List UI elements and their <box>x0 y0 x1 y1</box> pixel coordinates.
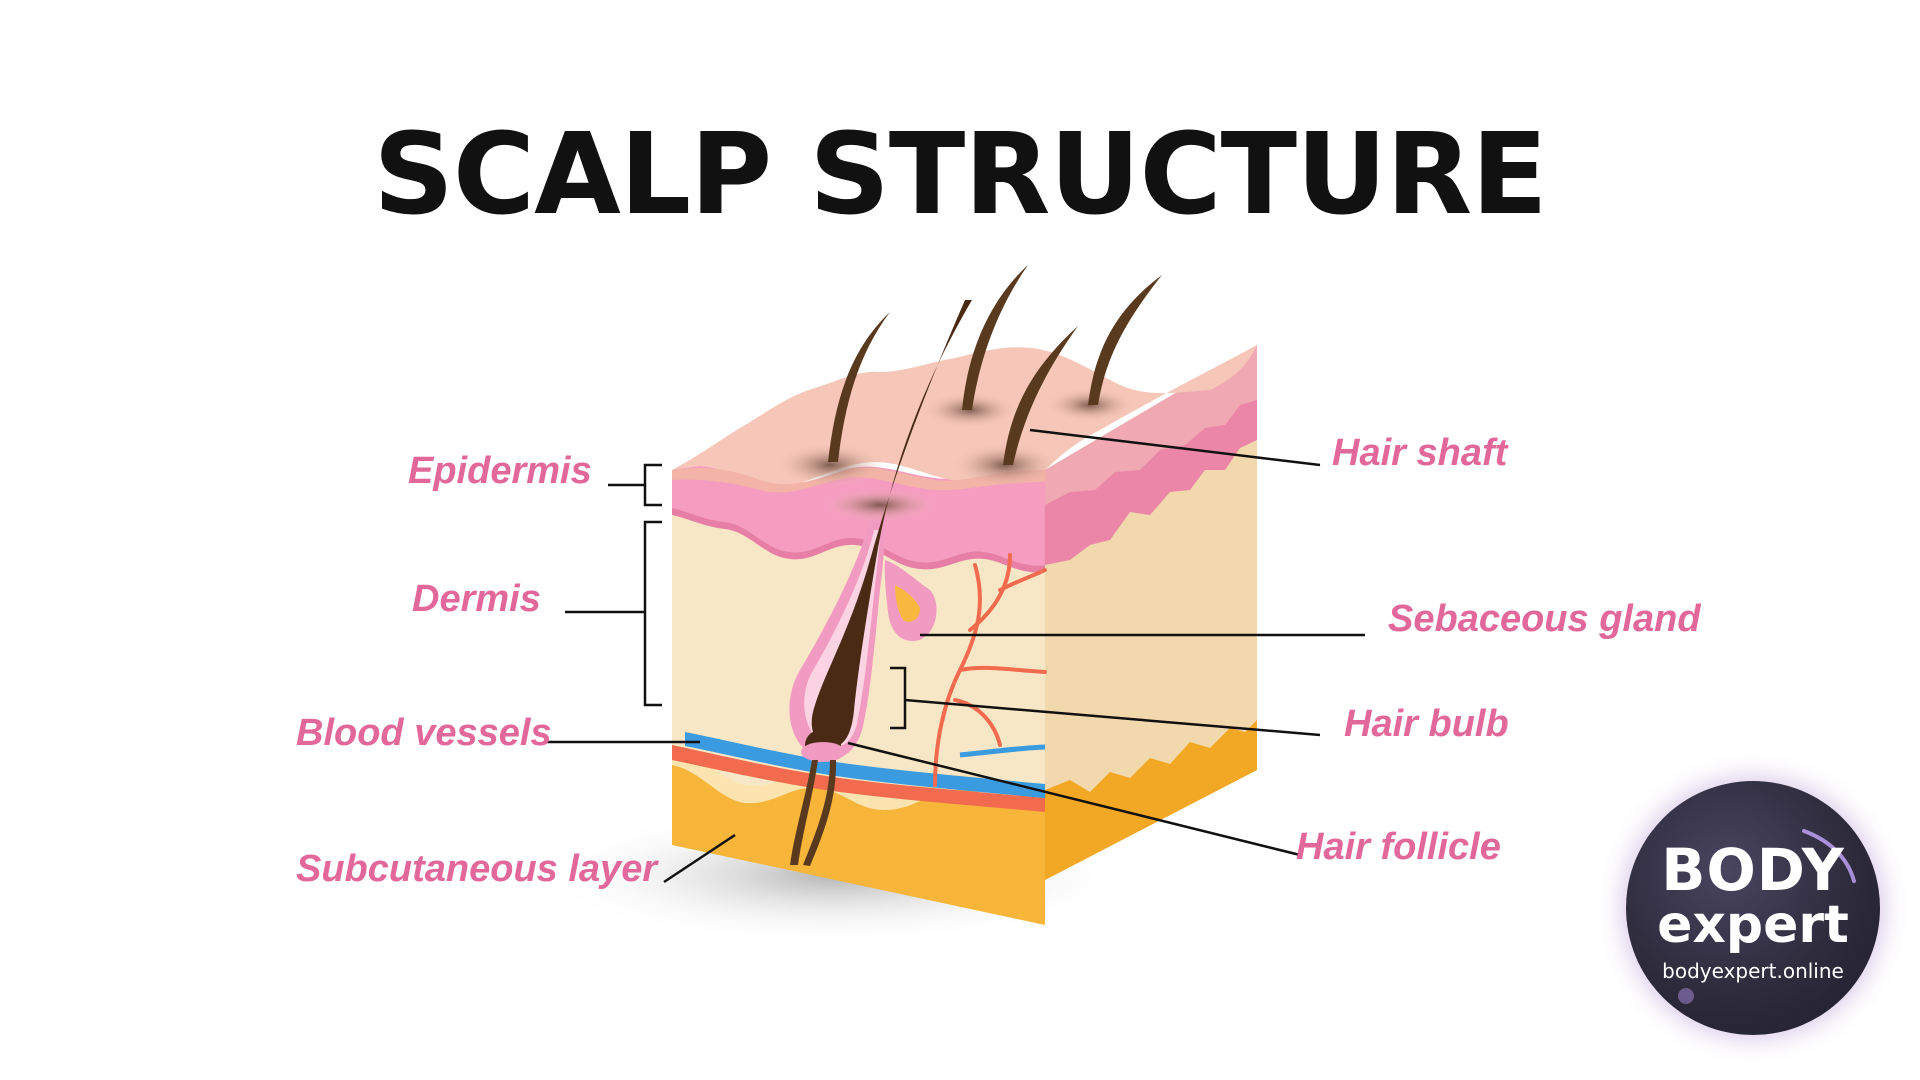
page-title: SCALP STRUCTURE <box>373 110 1548 240</box>
sebaceous-gland <box>884 560 937 641</box>
label-sebaceous-gland: Sebaceous gland <box>1388 598 1701 640</box>
logo-url: bodyexpert.online <box>1662 959 1844 983</box>
leader-lines <box>547 428 1365 884</box>
label-hair-shaft: Hair shaft <box>1332 432 1508 474</box>
hair-follicle <box>789 300 972 866</box>
capillaries <box>933 553 1047 787</box>
cube-front-face <box>672 465 1045 925</box>
surface-hairs <box>828 265 1162 465</box>
label-subcutaneous-layer: Subcutaneous layer <box>296 848 658 890</box>
label-hair-bulb: Hair bulb <box>1344 703 1509 745</box>
vein-segment <box>959 744 1046 758</box>
label-blood-vessels: Blood vessels <box>296 712 552 754</box>
logo-line-expert: expert <box>1657 895 1849 955</box>
label-epidermis: Epidermis <box>408 450 592 492</box>
logo-line-body: BODY <box>1661 836 1845 904</box>
logo-swoosh-icon <box>1678 829 1856 1004</box>
label-dermis: Dermis <box>412 578 541 620</box>
bodyexpert-logo: BODY expert bodyexpert.online <box>1626 781 1880 1035</box>
label-hair-follicle: Hair follicle <box>1296 826 1501 868</box>
